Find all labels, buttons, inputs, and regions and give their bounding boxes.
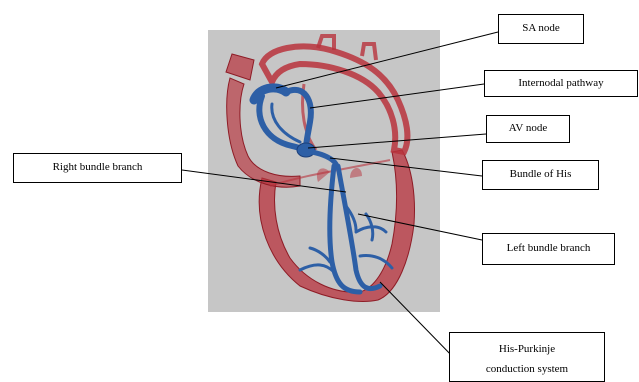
label-left-bundle-branch: Left bundle branch	[482, 233, 615, 265]
label-his-purkinje-line2: conduction system	[486, 359, 568, 379]
label-his-purkinje-system: His-Purkinje conduction system	[449, 332, 605, 382]
label-his-purkinje-line1: His-Purkinje	[499, 339, 555, 359]
label-sa-node: SA node	[498, 14, 584, 44]
label-internodal-pathway: Internodal pathway	[484, 70, 638, 97]
label-right-bundle-branch: Right bundle branch	[13, 153, 182, 183]
label-bundle-of-his: Bundle of His	[482, 160, 599, 190]
label-av-node: AV node	[486, 115, 570, 143]
